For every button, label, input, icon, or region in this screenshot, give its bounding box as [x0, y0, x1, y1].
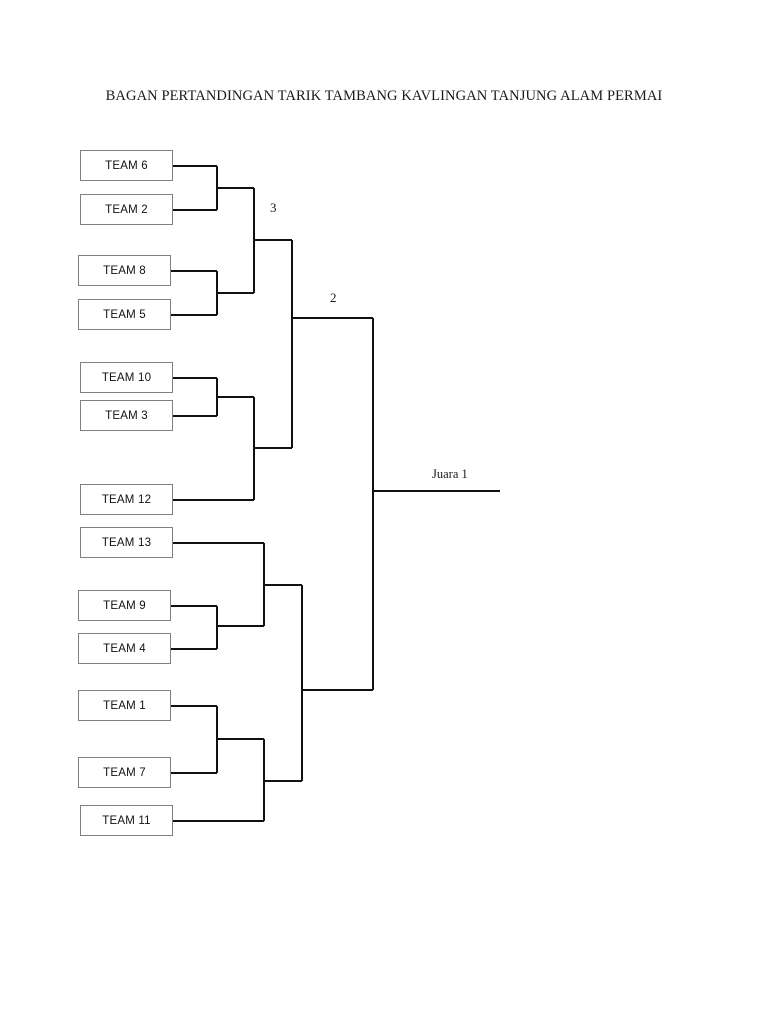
team-box[interactable]: TEAM 8 [78, 255, 171, 286]
team-label: TEAM 11 [102, 814, 151, 827]
team-box[interactable]: TEAM 4 [78, 633, 171, 664]
team-box[interactable]: TEAM 3 [80, 400, 173, 431]
team-label: TEAM 5 [103, 308, 146, 321]
team-label: TEAM 9 [103, 599, 146, 612]
team-label: TEAM 7 [103, 766, 146, 779]
page-title: BAGAN PERTANDINGAN TARIK TAMBANG KAVLING… [105, 88, 663, 104]
round-label-3: 3 [270, 200, 277, 215]
team-box[interactable]: TEAM 11 [80, 805, 173, 836]
team-box[interactable]: TEAM 7 [78, 757, 171, 788]
team-label: TEAM 2 [105, 203, 148, 216]
team-box[interactable]: TEAM 5 [78, 299, 171, 330]
champion-label: Juara 1 [432, 467, 468, 481]
team-box[interactable]: TEAM 12 [80, 484, 173, 515]
team-box[interactable]: TEAM 2 [80, 194, 173, 225]
team-box[interactable]: TEAM 13 [80, 527, 173, 558]
team-box[interactable]: TEAM 1 [78, 690, 171, 721]
round-label-2: 2 [330, 290, 337, 305]
team-label: TEAM 1 [103, 699, 146, 712]
team-label: TEAM 8 [103, 264, 146, 277]
team-label: TEAM 3 [105, 409, 148, 422]
team-label: TEAM 4 [103, 642, 146, 655]
team-label: TEAM 10 [101, 371, 152, 384]
team-label: TEAM 6 [105, 159, 148, 172]
team-box[interactable]: TEAM 6 [80, 150, 173, 181]
team-label: TEAM 12 [101, 493, 152, 506]
team-box[interactable]: TEAM 9 [78, 590, 171, 621]
team-box[interactable]: TEAM 10 [80, 362, 173, 393]
team-label: TEAM 13 [101, 536, 152, 549]
